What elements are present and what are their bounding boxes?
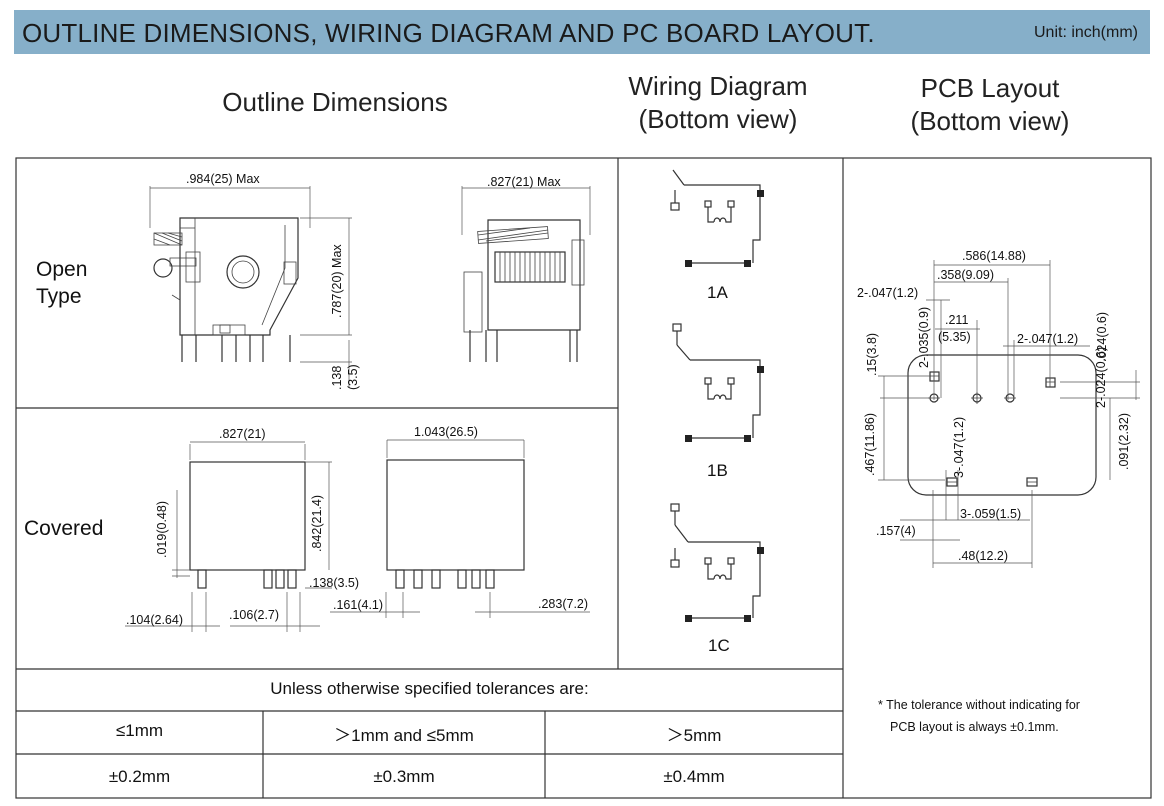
table-frame [15,157,1152,799]
covered-label: Covered [24,517,104,540]
pcb-holes [928,371,1056,487]
open-front-view [149,186,352,388]
tolerance-header-1: ≤1mm [115,721,164,740]
pcb-dim-d5: .211 [945,313,969,327]
wiring-1c-symbol [670,503,764,622]
open-type-label-line1: Open [36,258,88,281]
pcb-header: PCB Layout (Bottom view) [878,72,1102,138]
wiring-header-line2: (Bottom view) [638,104,798,134]
covered-height: .842(21.4) [310,495,324,552]
wiring-1a-symbol [670,169,764,267]
pcb-dim-d2: .358(9.09) [937,268,994,282]
wiring-label-1c: 1C [708,636,730,655]
pcb-dim-d14: 3-.059(1.5) [960,507,1022,521]
covered-side-width: 1.043(26.5) [414,425,478,439]
covered-pitch-c: .161(4.1) [333,598,384,612]
open-pin-length-2: (3.5) [346,364,360,390]
open-pin-length-1: .138 [330,365,344,390]
pcb-header-line2: (Bottom view) [910,106,1070,136]
pcb-dim-d15: .157(4) [876,524,916,538]
tolerance-value-1: ±0.2mm [108,767,171,786]
pcb-dim-d12: 3-.047(1.2) [952,416,966,478]
tolerance-value-3: ±0.4mm [663,767,725,786]
page-title: OUTLINE DIMENSIONS, WIRING DIAGRAM AND P… [22,18,875,48]
covered-pitch-b: .106(2.7) [229,608,280,622]
covered-standoff: .019(0.48) [155,501,169,558]
tolerance-caption: Unless otherwise specified tolerances ar… [270,679,589,698]
covered-pitch-d: .283(7.2) [538,597,589,611]
pcb-dim-d13: .091(2.32) [1117,413,1131,470]
wiring-header: Wiring Diagram (Bottom view) [600,70,836,136]
tolerance-header-3: ＞5mm [666,726,722,745]
wiring-label-1b: 1B [707,461,728,480]
pcb-dim-d7: 2-.047(1.2) [1017,332,1079,346]
unit-label: Unit: inch(mm) [1033,24,1138,41]
covered-front-width: .827(21) [219,427,266,441]
pcb-dim-d11: .467(11.86) [863,412,877,476]
pcb-dim-d9: .15(3.8) [865,332,879,376]
pcb-tolerance-note: * The tolerance without indicating for P… [878,694,1080,738]
pcb-note-line2: PCB layout is always ±0.1mm. [890,720,1059,734]
wiring-header-line1: Wiring Diagram [628,71,808,101]
open-front-width: .984(25) Max [186,172,260,186]
open-height: .787(20) Max [330,244,344,318]
open-side-view [461,186,591,362]
pcb-dim-d10: 2-.024(0.6) [1094,346,1108,408]
pcb-dim-d1: .586(14.88) [962,249,1026,263]
pcb-dim-d3: 2-.047(1.2) [857,286,919,300]
pcb-dim-d6: (5.35) [938,330,971,344]
covered-front-view [125,441,332,632]
tolerance-value-2: ±0.3mm [373,767,435,786]
covered-pitch-a: .104(2.64) [126,613,183,627]
pcb-dim-d4: 2-.035(0.9) [917,306,931,368]
open-side-width: .827(21) Max [487,175,561,189]
outline-header: Outline Dimensions [222,87,448,117]
wiring-label-1a: 1A [707,283,728,302]
covered-pin-length: .138(3.5) [309,576,360,590]
covered-side-view [330,439,590,618]
wiring-1b-symbol [672,323,764,442]
pcb-header-line1: PCB Layout [920,73,1060,103]
tolerance-header-2: ＞1mm and ≤5mm [334,726,474,745]
open-type-label: Open Type [36,256,87,310]
pcb-note-line1: * The tolerance without indicating for [878,698,1080,712]
pcb-layout-drawing [878,260,1140,568]
pcb-dim-d16: .48(12.2) [958,549,1009,563]
open-type-label-line2: Type [36,285,82,308]
title-bar: OUTLINE DIMENSIONS, WIRING DIAGRAM AND P… [14,10,1150,54]
